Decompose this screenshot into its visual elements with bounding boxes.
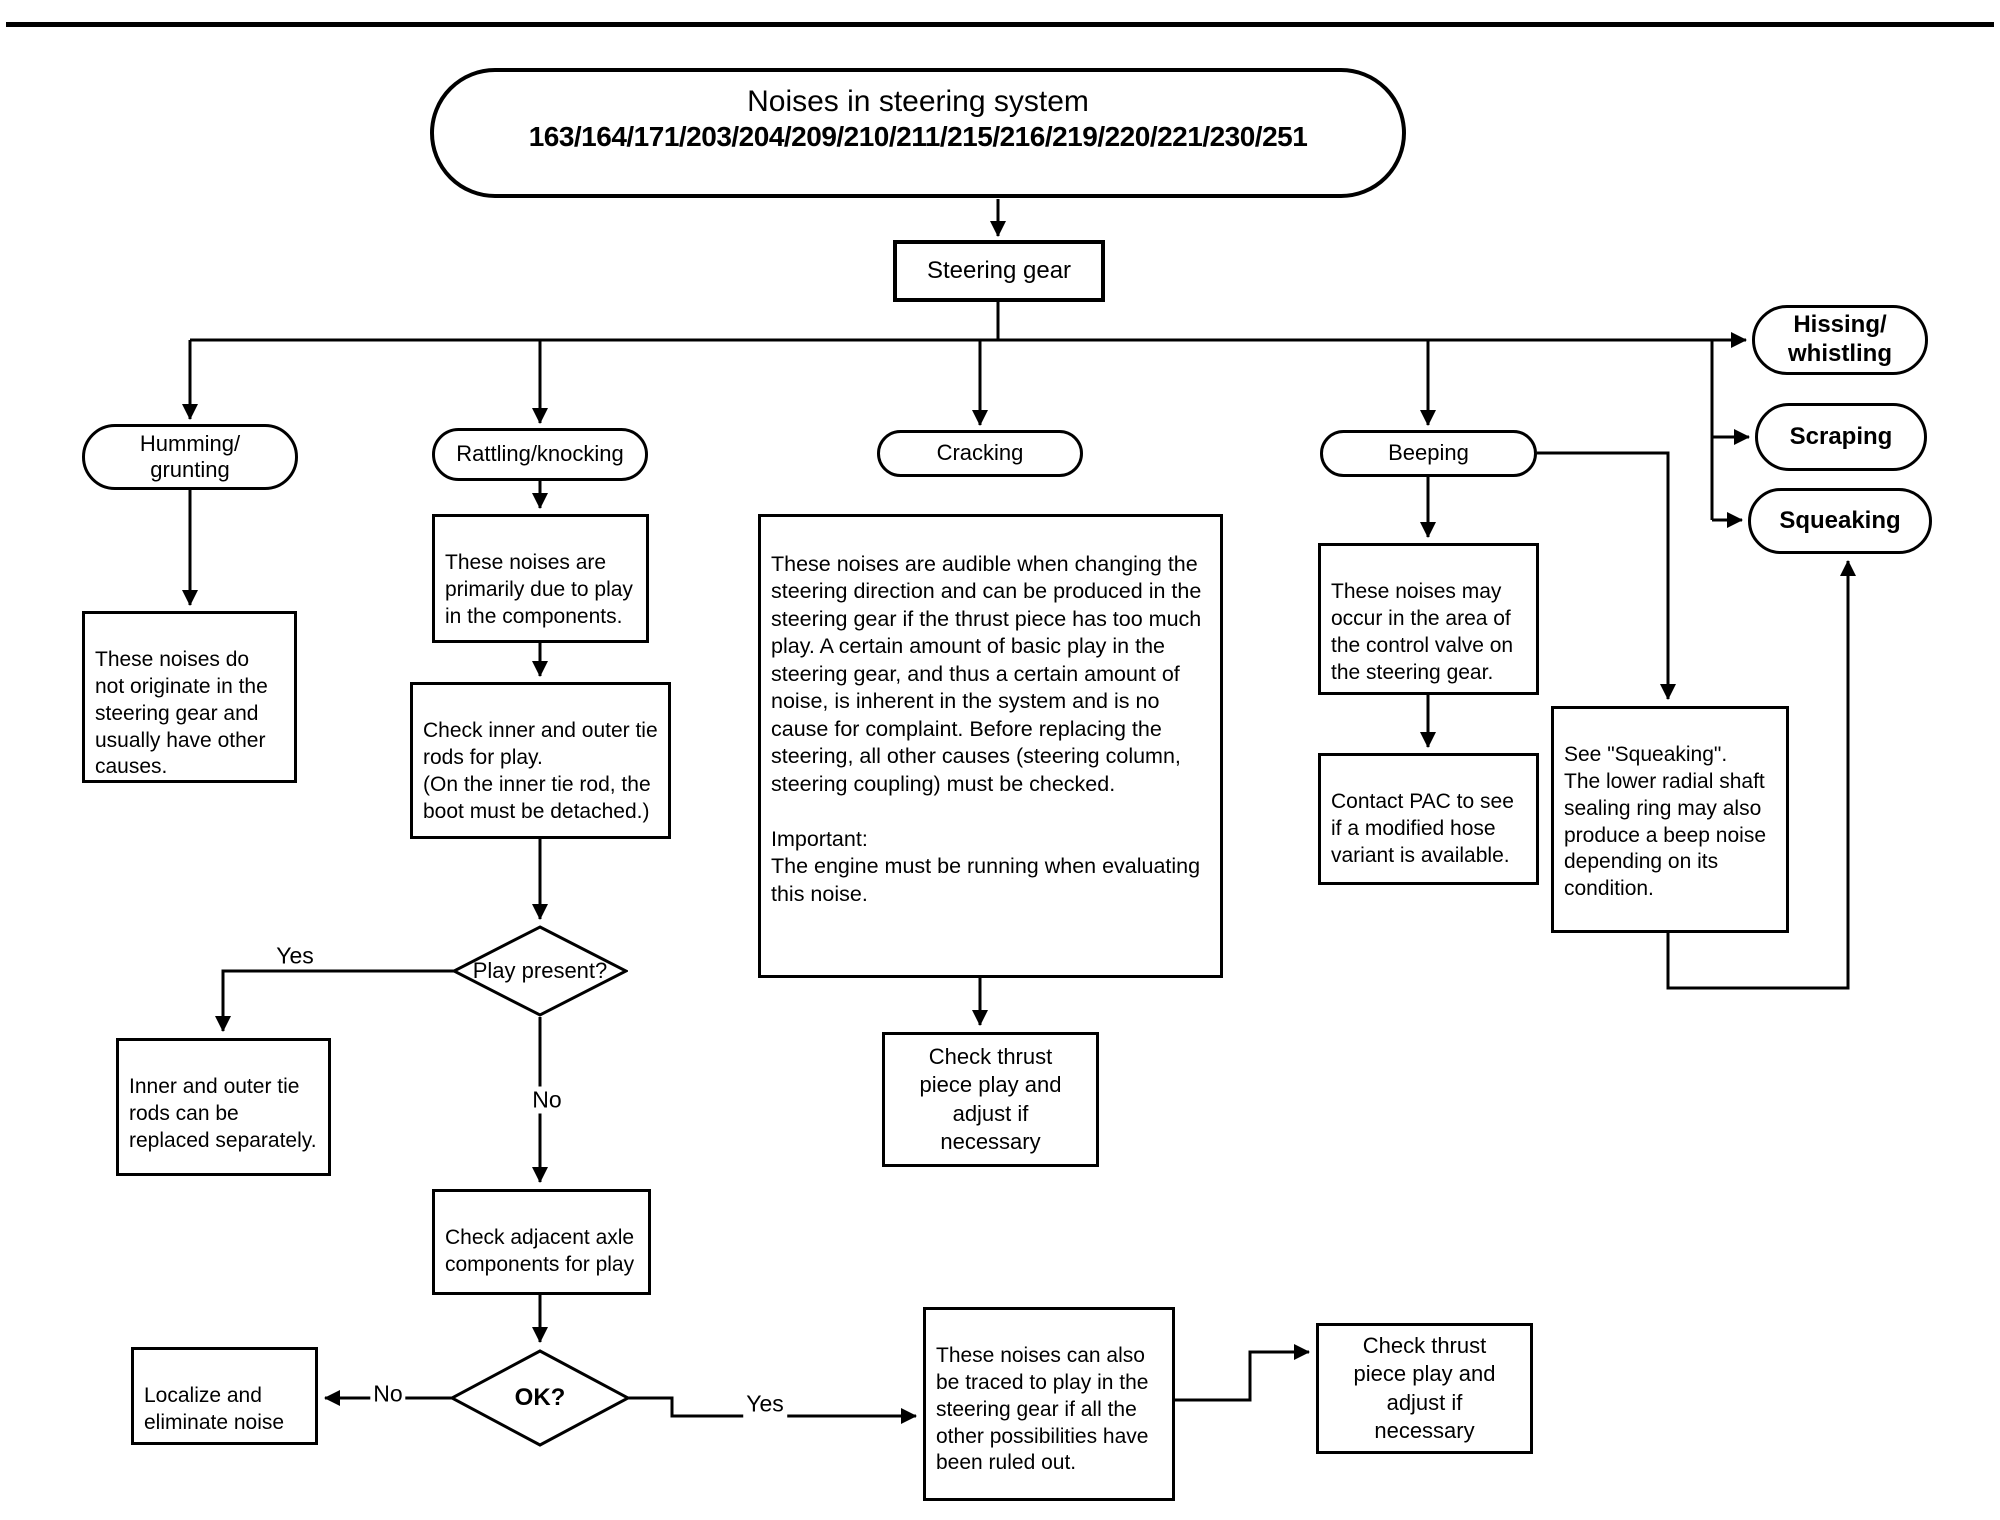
- node-rattling-knocking: Rattling/knocking: [432, 428, 648, 481]
- node-squeaking: Squeaking: [1748, 488, 1932, 554]
- node-cracking: Cracking: [877, 430, 1083, 477]
- node-localize-noise: Localize and eliminate noise: [131, 1347, 318, 1445]
- node-pac-contact: Contact PAC to see if a modified hose va…: [1318, 753, 1539, 885]
- connector-beeping-to-see-squeaking: [1537, 451, 1676, 700]
- node-rattling-info: These noises are primarily due to play i…: [432, 514, 649, 643]
- node-tie-rod-check: Check inner and outer tie rods for play.…: [410, 682, 671, 839]
- node-steering-gear: Steering gear: [893, 240, 1105, 302]
- connector-play-yes: [215, 969, 454, 1032]
- node-beeping-info: These noises may occur in the area of th…: [1318, 543, 1539, 695]
- title-node: Noises in steering system 163/164/171/20…: [430, 68, 1406, 198]
- decision-ok: OK?: [450, 1349, 630, 1447]
- connector-traced-to-final: [1175, 1344, 1310, 1402]
- node-humming-grunting: Humming/ grunting: [82, 424, 298, 490]
- node-check-thrust-mid: Check thrust piece play and adjust if ne…: [882, 1032, 1099, 1167]
- page-title: Noises in steering system: [747, 85, 1089, 118]
- node-hissing-whistling: Hissing/ whistling: [1752, 305, 1928, 375]
- node-beeping: Beeping: [1320, 430, 1537, 477]
- node-traced-info: These noises can also be traced to play …: [923, 1307, 1175, 1501]
- top-border-rule: [6, 22, 1994, 27]
- node-cracking-info: These noises are audible when changing t…: [758, 514, 1223, 978]
- decision-play-present: Play present?: [452, 925, 628, 1017]
- node-adjacent-check: Check adjacent axle components for play: [432, 1189, 651, 1295]
- connector-see-to-squeaking-oval: [1666, 560, 1856, 990]
- label-no-ok: No: [370, 1380, 406, 1408]
- node-humming-info: These noises do not originate in the ste…: [82, 611, 297, 783]
- node-check-thrust-final: Check thrust piece play and adjust if ne…: [1316, 1323, 1533, 1454]
- page-title-codes: 163/164/171/203/204/209/210/211/215/216/…: [528, 121, 1308, 152]
- node-scraping: Scraping: [1755, 403, 1927, 471]
- diamond-shape: [452, 925, 628, 1017]
- label-yes-play: Yes: [273, 942, 317, 970]
- diamond-shape: [450, 1349, 630, 1447]
- label-no-play: No: [529, 1086, 565, 1114]
- node-see-squeaking: See "Squeaking". The lower radial shaft …: [1551, 706, 1789, 933]
- label-yes-ok: Yes: [743, 1390, 787, 1418]
- node-tie-rod-replace: Inner and outer tie rods can be replaced…: [116, 1038, 331, 1176]
- connector-ok-yes: [628, 1396, 917, 1424]
